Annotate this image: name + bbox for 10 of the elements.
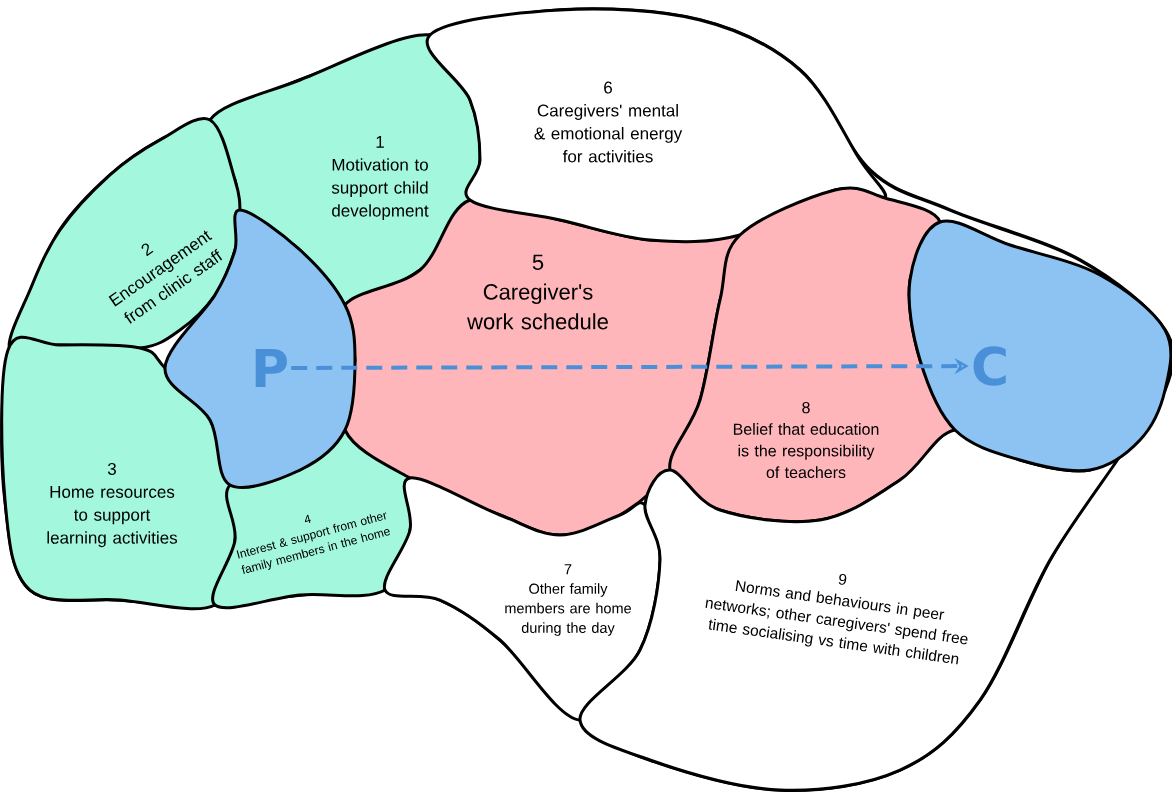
region-text: 5 Caregiver's work schedule <box>467 254 608 330</box>
region-text: 1 Motivation to support child development <box>331 135 429 221</box>
letter-label: C <box>973 346 1006 386</box>
region-text: 3 Home resources to support learning activities <box>47 462 178 548</box>
region-text: 8 Belief that education is the responsibility of teachers <box>733 401 879 479</box>
region-text: 4 Interest & support from other family members in the home <box>236 512 390 574</box>
region-text: 9 Norms and behaviours in peer networks; other caregivers' spend free time socialising vs time with children <box>705 573 968 665</box>
letter-label: P <box>255 349 287 387</box>
region-text: 7 Other family members are home during the day <box>505 564 631 636</box>
region-text: 6 Caregivers' mental & emotional energy for activities <box>534 81 683 163</box>
